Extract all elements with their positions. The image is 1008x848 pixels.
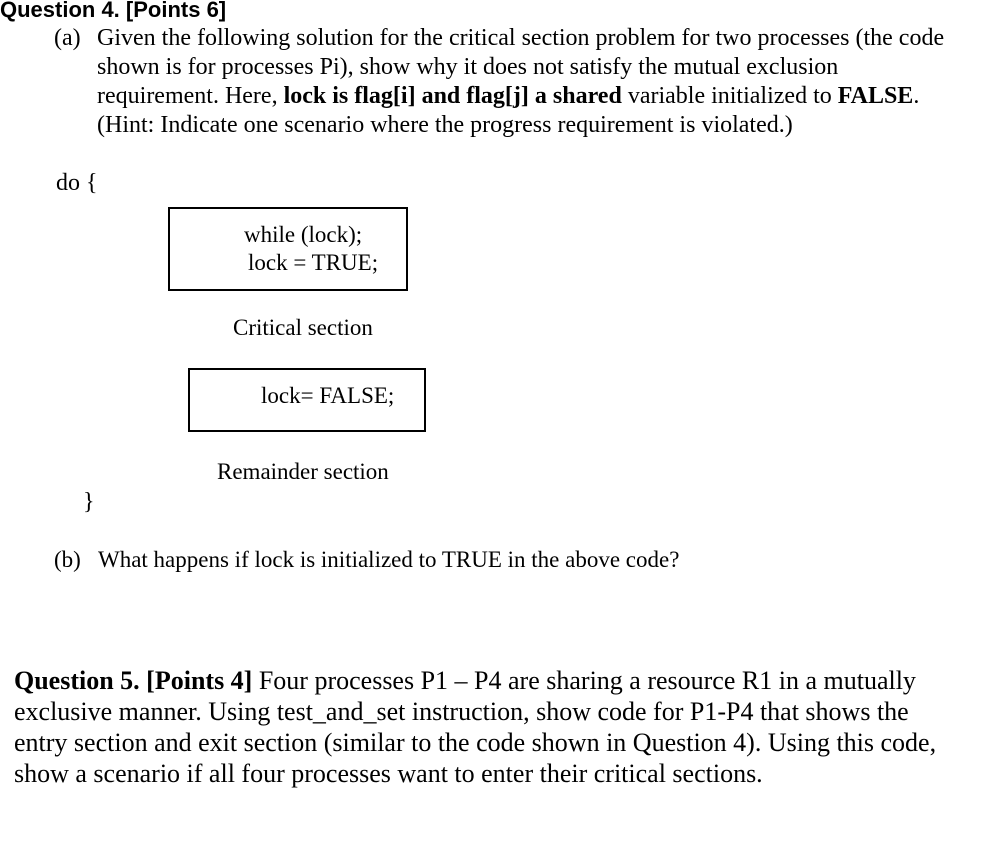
entry-section-box: while (lock); lock = TRUE; (168, 207, 408, 291)
part-b-text: What happens if lock is initialized to T… (98, 547, 680, 572)
part-a-line-3-bold-false: FALSE (837, 83, 914, 109)
part-a-line-3-mid: variable initialized to (621, 83, 838, 109)
question-5-line-3: entry section and exit section (similar … (14, 728, 937, 757)
entry-line-lock: lock = TRUE; (248, 250, 379, 275)
exit-line: lock= FALSE; (261, 383, 395, 408)
question-5-line-1-rest: Four processes P1 – P4 are sharing a res… (252, 666, 916, 695)
question-5-line-1: Question 5. [Points 4] Four processes P1… (14, 665, 999, 696)
critical-section-label: Critical section (233, 315, 373, 340)
entry-section-code: while (lock); lock = TRUE; (244, 221, 378, 277)
part-a-line-3-bold-shared: lock is flag[i] and flag[j] a shared (283, 83, 622, 109)
part-a-line-1: Given the following solution for the cri… (97, 25, 945, 51)
entry-line-while: while (lock); (244, 222, 363, 247)
exit-section-box: lock= FALSE; (188, 368, 426, 432)
question-5-line-2: exclusive manner. Using test_and_set ins… (14, 697, 909, 726)
part-b-label: (b) (54, 547, 81, 572)
question-5: Question 5. [Points 4] Four processes P1… (14, 665, 999, 789)
remainder-section-label: Remainder section (217, 459, 389, 484)
close-brace: } (83, 489, 95, 515)
part-a-line-2: shown is for processes Pi), show why it … (97, 54, 839, 80)
part-a-text: Given the following solution for the cri… (97, 24, 997, 140)
do-open-brace: do { (56, 170, 98, 196)
part-a-hint: (Hint: Indicate one scenario where the p… (97, 112, 793, 138)
question-5-line-4: show a scenario if all four processes wa… (14, 759, 763, 788)
part-a-line-3-pre: requirement. Here, (97, 83, 284, 109)
part-a-line-3: requirement. Here, lock is flag[i] and f… (97, 82, 997, 111)
question-5-title: Question 5. [Points 4] (14, 666, 253, 695)
part-a-line-3-end: . (913, 83, 920, 109)
part-a-label: (a) (54, 25, 81, 51)
question-4-title: Question 4. [Points 6] (0, 0, 227, 22)
